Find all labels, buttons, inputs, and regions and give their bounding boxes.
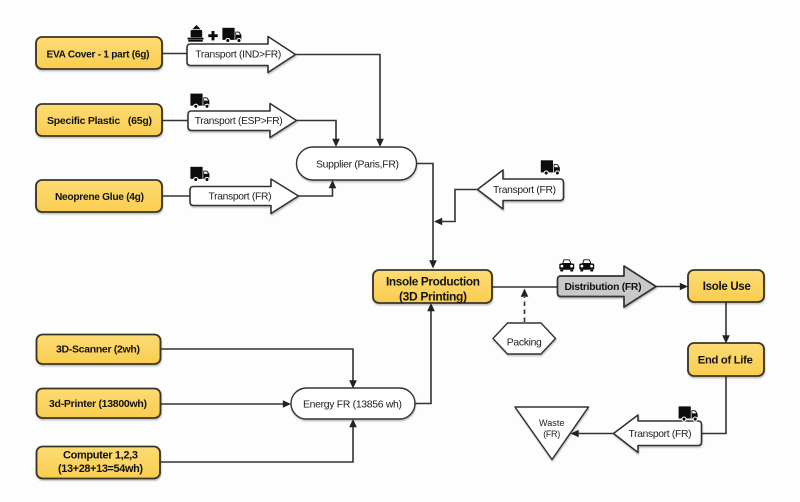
svg-text:Transport (ESP>FR): Transport (ESP>FR) bbox=[195, 116, 283, 127]
svg-text:Waste: Waste bbox=[539, 418, 565, 428]
svg-text:3D-Scanner (2wh): 3D-Scanner (2wh) bbox=[56, 344, 140, 356]
svg-text:Distribution (FR): Distribution (FR) bbox=[565, 282, 642, 293]
svg-text:3d-Printer (13800wh): 3d-Printer (13800wh) bbox=[49, 398, 147, 410]
svg-text:Transport (IND>FR): Transport (IND>FR) bbox=[195, 50, 281, 61]
svg-text:Computer 1,2,3: Computer 1,2,3 bbox=[63, 450, 138, 462]
svg-text:Isole Use: Isole Use bbox=[703, 281, 751, 293]
svg-text:Transport (FR): Transport (FR) bbox=[629, 429, 692, 440]
svg-text:(3D Printing): (3D Printing) bbox=[399, 290, 467, 304]
svg-text:End of Life: End of Life bbox=[698, 355, 753, 367]
svg-text:(FR): (FR) bbox=[543, 429, 560, 439]
svg-text:(13+28+13=54wh): (13+28+13=54wh) bbox=[58, 463, 143, 475]
svg-text:EVA Cover - 1 part (6g): EVA Cover - 1 part (6g) bbox=[47, 49, 150, 60]
svg-text:Neoprene Glue (4g): Neoprene Glue (4g) bbox=[55, 192, 144, 203]
svg-text:Packing: Packing bbox=[507, 338, 542, 349]
svg-text:Supplier (Paris,FR): Supplier (Paris,FR) bbox=[316, 160, 399, 171]
svg-text:Transport (FR): Transport (FR) bbox=[209, 192, 272, 203]
svg-text:Energy FR (13856 wh): Energy FR (13856 wh) bbox=[303, 400, 402, 411]
svg-text:Specific Plastic (65g): Specific Plastic (65g) bbox=[47, 115, 152, 127]
svg-text:Transport (FR): Transport (FR) bbox=[493, 185, 556, 196]
svg-text:Insole Production: Insole Production bbox=[386, 275, 480, 289]
